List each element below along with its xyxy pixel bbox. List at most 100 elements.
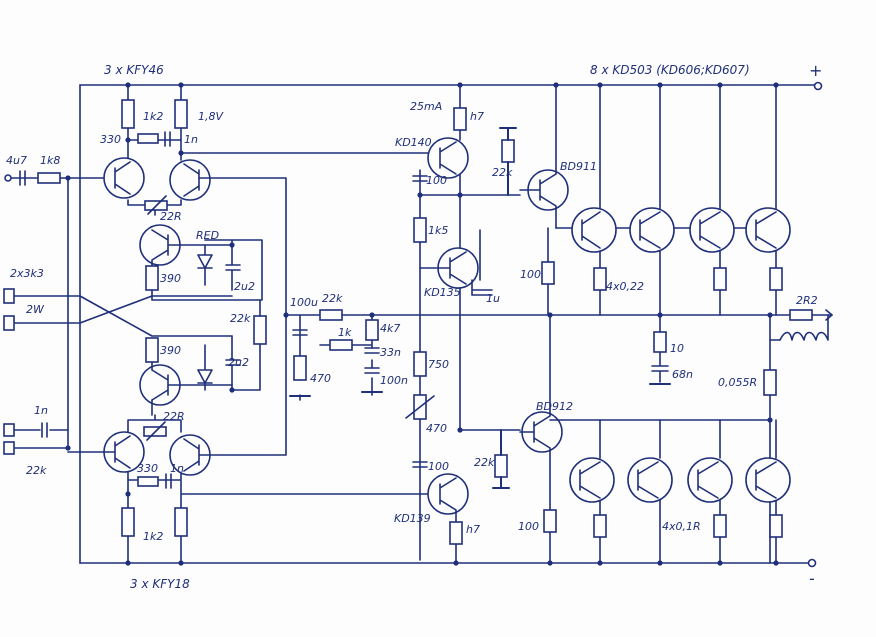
resistor-22k-mid-wires	[231, 299, 261, 391]
output-stage-top	[555, 82, 791, 316]
label-r-0055r: 0,055R	[718, 376, 757, 389]
terminal-a	[3, 288, 15, 304]
resistor-330-bot	[137, 476, 159, 487]
label-r-470: 470	[310, 372, 331, 385]
label-r-330-bot: 330	[137, 462, 158, 475]
capacitor-2u2-top	[225, 239, 241, 291]
resistor-750	[413, 351, 427, 377]
label-r-1k: 1k	[338, 326, 352, 339]
transistor-kd140-leads	[439, 141, 457, 175]
resistor-22k-mid	[253, 315, 267, 345]
label-r-4x01r: 4x0,1R	[662, 520, 701, 533]
label-r-22k-fb: 22k	[322, 292, 343, 305]
input-wire	[9, 177, 105, 449]
resistor-18v	[174, 99, 188, 129]
transistor-bd911-leads	[519, 84, 557, 316]
label-r-22k-bot: 22k	[474, 456, 495, 469]
label-c-1u: 1u	[486, 292, 500, 305]
label-r-390-bot: 390	[160, 344, 181, 357]
ground-symbol	[289, 391, 383, 397]
output-arrow	[825, 309, 833, 321]
transistor-q6-leads	[183, 177, 287, 472]
label-r-100-top: 100	[520, 268, 541, 281]
label-c-33n: 33n	[380, 346, 401, 359]
led-bottom	[197, 344, 213, 391]
resistor-0055r	[763, 369, 777, 396]
terminal-d	[3, 441, 15, 455]
label-pot-470: 470	[426, 422, 447, 435]
label-c-2u2-bot: 2u2	[228, 356, 249, 369]
capacitor-1n-in	[41, 422, 48, 438]
label-r-1k5: 1k5	[428, 224, 448, 237]
transistor-bd912-leads	[519, 314, 771, 564]
label-kd503: 8 x KD503 (KD606;KD607)	[590, 63, 750, 77]
label-i-25ma: 25mA	[410, 100, 442, 113]
resistor-100-top	[541, 261, 555, 285]
input-terminal	[4, 174, 12, 182]
label-c-100-bot: 100	[428, 460, 449, 473]
label-minus: -	[809, 569, 815, 588]
zobel-network	[651, 314, 669, 383]
label-r-750: 750	[428, 358, 449, 371]
resistor-h7-bot	[449, 521, 463, 545]
output-wires	[769, 314, 833, 564]
transistor-kd135-leads	[419, 251, 467, 285]
transistor-q2	[169, 159, 211, 201]
label-c-100u: 100u	[290, 296, 318, 309]
resistor-390-bot	[145, 337, 159, 363]
label-r-4x022: 4x0,22	[606, 280, 644, 293]
resistor-22k-fb	[319, 309, 343, 321]
feedback-wires	[285, 314, 771, 401]
label-r-100-bot: 100	[518, 520, 539, 533]
transistor-q5-leads	[67, 435, 131, 469]
resistor-1k5	[413, 217, 427, 243]
capacitor-1u	[471, 229, 493, 296]
positive-terminal	[813, 81, 823, 91]
label-pot-22r-bot: 22R	[163, 410, 185, 423]
resistor-22k-bot	[494, 454, 508, 478]
label-r-10: 10	[670, 342, 684, 355]
input2-wires	[13, 429, 69, 449]
resistor-470-fb	[293, 355, 307, 381]
capacitor-100-top	[412, 175, 428, 182]
resistor-1k2-bot	[121, 507, 135, 537]
resistor-22k-top	[501, 139, 515, 163]
label-c-1n-bot: 1n	[170, 462, 184, 475]
label-r-330-top: 330	[100, 133, 121, 146]
resistor-100-bot	[543, 509, 557, 533]
capacitor-4u7	[19, 170, 26, 186]
label-c-1n-in: 1n	[34, 404, 48, 417]
label-r-1k2-bot: 1k2	[143, 530, 163, 543]
transistor-kd139	[427, 473, 469, 515]
label-led-red: RED	[196, 229, 219, 242]
capacitor-1n-bot	[165, 473, 172, 489]
bottom-pair-wires	[127, 399, 461, 564]
capacitor-100u	[292, 329, 308, 336]
label-kd139: KD139	[394, 512, 431, 525]
label-r-1k2-top: 1k2	[143, 110, 163, 123]
terminal-b	[3, 315, 15, 331]
cross-wires	[13, 295, 233, 337]
resistor-330-top	[137, 133, 159, 144]
label-r-2x3k3: 2x3k3	[10, 267, 44, 280]
label-r-390-top: 390	[160, 272, 181, 285]
capacitor-1n-top	[164, 131, 171, 147]
capacitor-33n	[364, 347, 380, 354]
label-c-100n: 100n	[380, 374, 408, 387]
resistor-4k7	[365, 319, 379, 341]
resistor-bot-right	[174, 507, 188, 537]
resistor-1k8	[37, 172, 61, 184]
label-v-18: 1,8V	[198, 110, 224, 123]
label-r-22k-mid: 22k	[230, 312, 251, 325]
junction-dots	[65, 82, 773, 566]
trimmer-22r-bot-wiper	[146, 421, 166, 441]
label-r-22k-top: 22k	[492, 166, 513, 179]
resistor-1k	[329, 339, 353, 351]
transistor-kd139-leads	[439, 477, 457, 564]
label-kd140: KD140	[395, 136, 432, 149]
label-bd911: BD911	[560, 160, 597, 173]
resistor-22k-top-ground	[499, 127, 517, 196]
label-r-2w: 2W	[26, 303, 45, 316]
